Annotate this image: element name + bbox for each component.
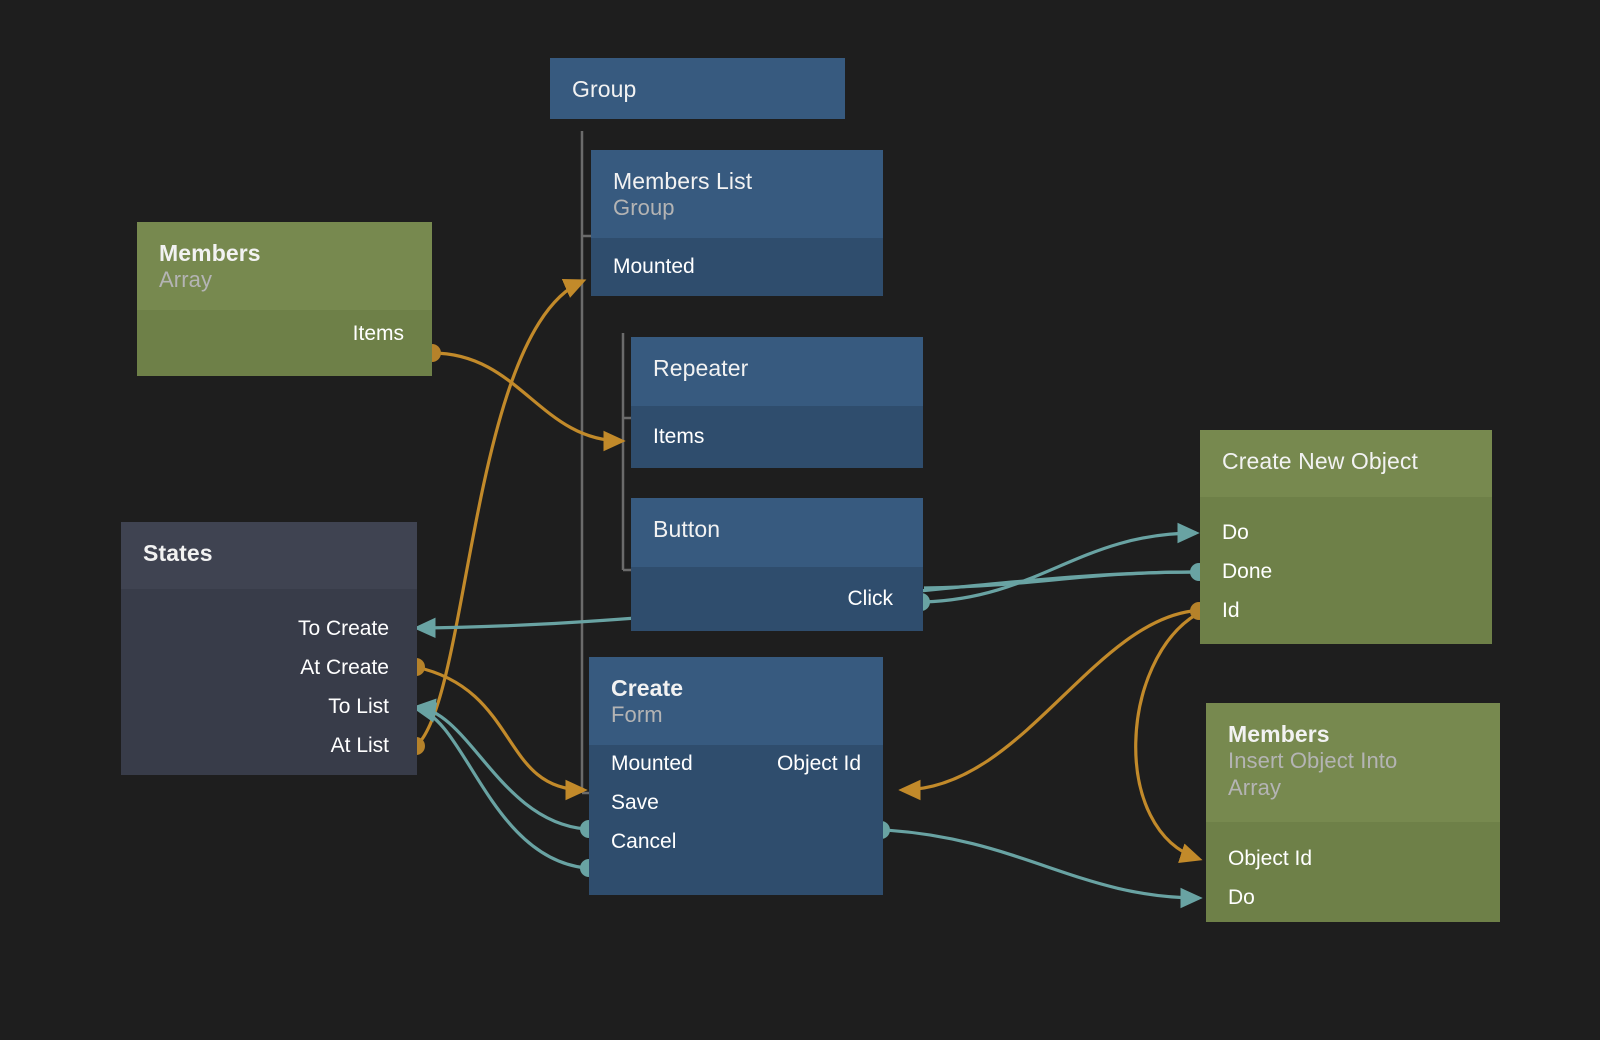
port-label: Done [1222,559,1273,583]
node-states[interactable]: States To Create At Create To List At Li… [121,522,417,780]
node-members-list-title: Members List [613,168,753,194]
port-create-objectid[interactable]: Object Id [589,745,883,784]
port-label: Mounted [611,752,693,776]
node-group[interactable]: Group [550,58,845,130]
node-create-form-title: Create [611,675,684,701]
port-label: Click [847,587,894,611]
port-repeater-items[interactable]: Items [631,406,923,468]
node-button-header: Button [631,498,923,568]
port-label: Cancel [611,830,677,854]
node-create-new-object-title: Create New Object [1222,448,1418,474]
node-button-body: Click [631,567,923,632]
edge-button-click-to-createnewobject-done [923,570,1199,590]
port-states-at-list[interactable]: At List [121,726,417,765]
port-label: To Create [297,616,389,640]
node-create-form-header: Create Form [589,657,883,745]
port-createnewobject-id[interactable]: Id [1200,591,1492,630]
node-members-array-body: Items [137,309,432,376]
node-members-insert-title: Members [1228,721,1330,747]
node-repeater-body: Items [631,406,923,469]
port-membersinsert-do[interactable]: Do [1206,879,1500,918]
node-create-new-object[interactable]: Create New Object Do Done Id [1200,430,1492,647]
port-members-array-items[interactable]: Items [137,310,432,358]
port-createnewobject-do[interactable]: Do [1200,513,1492,552]
port-label: Items [352,321,404,345]
node-create-new-object-body: Do Done Id [1200,497,1492,645]
port-label: Items [653,425,705,449]
node-members-list[interactable]: Members List Group Mounted [591,150,883,310]
node-members-array-header: Members Array [137,222,432,310]
node-states-header: States [121,522,417,590]
port-createnewobject-done[interactable]: Done [1200,552,1492,591]
node-button-title: Button [653,516,721,542]
port-label: Save [611,791,659,815]
port-label: Do [1222,520,1249,544]
node-states-body: To Create At Create To List At List [121,589,417,776]
node-members-array-subtitle: Array [159,267,213,293]
edge-create-cancel-to-states-tolist [413,702,587,870]
port-label: Mounted [613,254,695,278]
edge-states-atlist-to-memberslist-mounted [414,279,587,748]
node-members-list-header: Members List Group [591,150,883,238]
edge-create-out-to-membersinsert-do [883,828,1203,909]
port-button-click[interactable]: Click [631,567,923,631]
node-create-form-subtitle: Form [611,702,663,728]
port-membersinsert-objectid[interactable]: Object Id [1206,840,1500,879]
port-label: Id [1222,598,1240,622]
node-states-title: States [143,540,213,566]
node-group-header: Group [550,58,845,120]
node-repeater-header: Repeater [631,337,923,407]
node-members-array[interactable]: Members Array Items [137,222,432,386]
node-repeater[interactable]: Repeater Items [631,337,923,469]
node-create-new-object-header: Create New Object [1200,430,1492,498]
port-label: Object Id [1228,847,1313,871]
node-members-insert-body: Object Id Do [1206,821,1500,922]
node-members-insert-subtitle: Insert Object Into Array [1228,748,1398,800]
port-states-to-list[interactable]: To List [121,687,417,726]
node-create-form[interactable]: Create Form Mounted Object Id Save Cance… [589,657,883,905]
port-create-cancel[interactable]: Cancel [589,823,883,862]
port-label: Do [1228,886,1255,910]
port-create-save[interactable]: Save [589,784,883,823]
node-members-array-title: Members [159,240,261,266]
node-create-form-body: Mounted Object Id Save Cancel [589,744,883,895]
port-label: Object Id [776,752,861,776]
node-members-insert[interactable]: Members Insert Object Into Array Object … [1206,703,1500,935]
edge-states-atcreate-to-create-mounted [415,665,588,801]
edge-button-click-to-createnewobject-do [923,522,1200,604]
port-states-at-create[interactable]: At Create [121,648,417,687]
node-button[interactable]: Button Click [631,498,923,632]
node-members-list-subtitle: Group [613,195,675,221]
port-states-to-create[interactable]: To Create [121,609,417,648]
port-label: At List [330,733,389,757]
node-repeater-title: Repeater [653,355,749,381]
node-members-insert-header: Members Insert Object Into Array [1206,703,1500,822]
edge-createnewobject-id-to-membersinsert-objectid [1134,612,1203,863]
port-members-list-mounted[interactable]: Mounted [591,238,883,296]
port-label: At Create [300,655,389,679]
port-create-mounted[interactable]: Mounted [589,745,883,784]
edge-createnewobject-id-to-create-objectid [898,609,1193,801]
node-group-title: Group [572,76,637,102]
edge-create-save-to-states-tolist [413,698,587,831]
edge-members-items-to-repeater-items [431,351,626,452]
port-label: To List [328,694,389,718]
node-members-list-body: Mounted [591,237,883,296]
